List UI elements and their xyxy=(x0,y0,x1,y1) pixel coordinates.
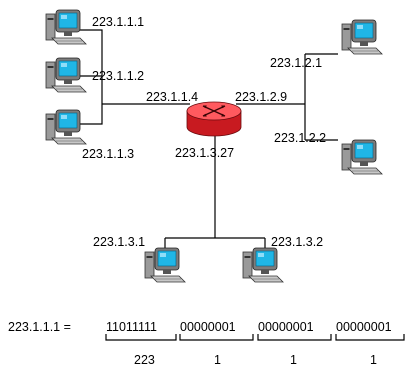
binary-equation-lhs: 223.1.1.1 = xyxy=(8,320,71,334)
host-icon xyxy=(144,247,186,283)
host-address-label: 223.1.1.3 xyxy=(82,147,134,161)
host-icon xyxy=(341,139,383,175)
wires xyxy=(80,29,338,258)
binary-octet: 11011111 xyxy=(106,320,157,334)
host-icon xyxy=(45,57,87,93)
host-address-label: 223.1.1.1 xyxy=(92,15,144,29)
subnet1-bus xyxy=(80,29,190,125)
host-address-label: 223.1.3.2 xyxy=(271,235,323,249)
host-icon xyxy=(45,9,87,45)
host-icon xyxy=(45,109,87,145)
host-icon xyxy=(242,247,284,283)
binary-octet: 00000001 xyxy=(258,320,314,334)
router-interface-label: 223.1.2.9 xyxy=(235,90,287,104)
binary-octet: 00000001 xyxy=(336,320,392,334)
decimal-octet: 1 xyxy=(290,353,297,367)
router-icon xyxy=(186,101,242,137)
decimal-octet: 223 xyxy=(134,353,155,367)
subnet2-bus xyxy=(236,53,338,141)
router-interface-label: 223.1.3.27 xyxy=(175,146,234,160)
decimal-octet: 1 xyxy=(370,353,377,367)
decimal-octet: 1 xyxy=(214,353,221,367)
subnet3-bus xyxy=(164,128,266,258)
host-address-label: 223.1.2.2 xyxy=(274,131,326,145)
host-icon xyxy=(341,19,383,55)
host-address-label: 223.1.1.2 xyxy=(92,69,144,83)
router-interface-label: 223.1.1.4 xyxy=(146,90,198,104)
octet-braces xyxy=(105,334,405,341)
host-address-label: 223.1.2.1 xyxy=(270,56,322,70)
binary-octet: 00000001 xyxy=(180,320,236,334)
host-address-label: 223.1.3.1 xyxy=(93,235,145,249)
